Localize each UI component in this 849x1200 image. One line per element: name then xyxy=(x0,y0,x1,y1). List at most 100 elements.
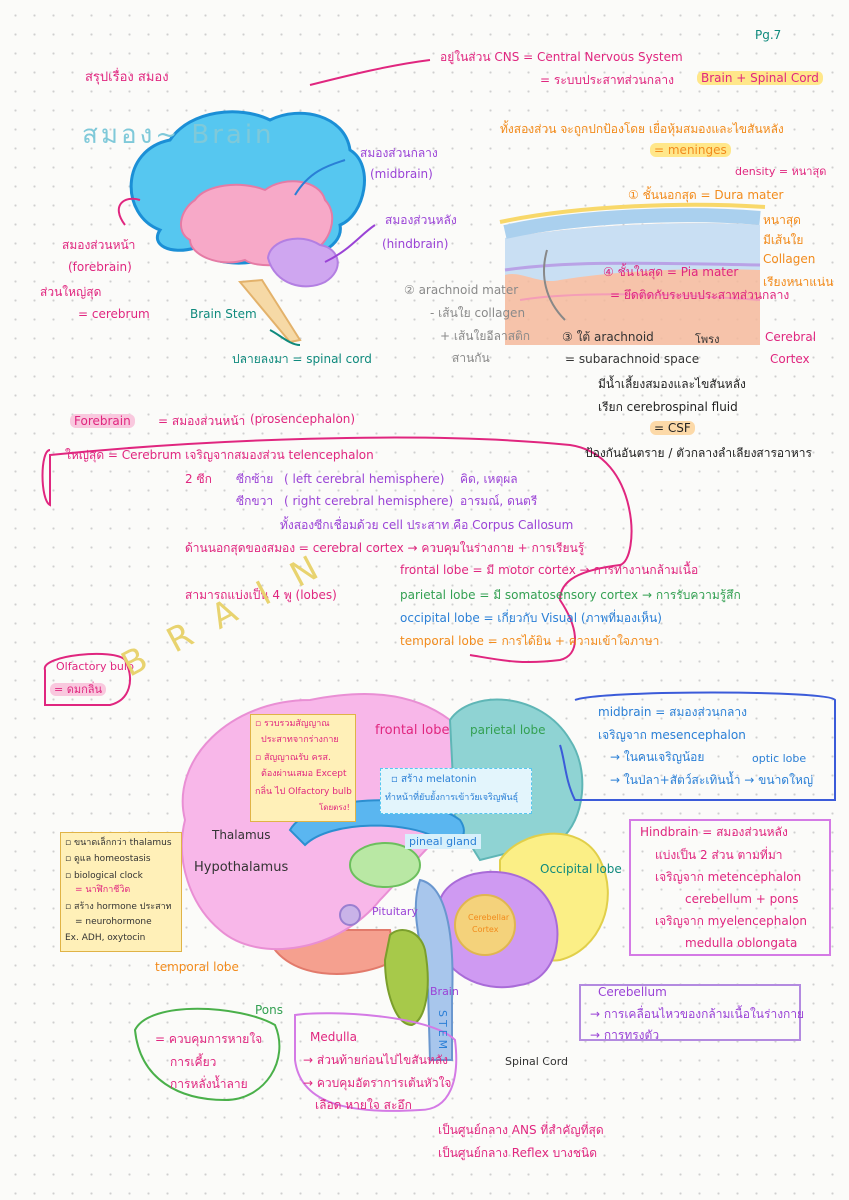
lobes-label: สามารถแบ่งเป็น 4 พู (lobes) xyxy=(185,588,337,602)
corpus-callosum: ทั้งสองซีกเชื่อมด้วย cell ประสาท คือ Cor… xyxy=(280,518,574,532)
parietal-lobe-label: parietal lobe xyxy=(470,723,546,737)
forebrain-title-pro: (prosencephalon) xyxy=(250,412,356,426)
hindbrain-box-l1: Hindbrain = สมองส่วนหลัง xyxy=(640,825,788,839)
hindbrain-box-l2: แบ่งเป็น 2 ส่วน ตามที่มา xyxy=(655,848,783,862)
brain-stem-a: Brain xyxy=(430,985,459,998)
dura-note3: Collagen xyxy=(763,252,816,266)
brain-stem-b: STEM xyxy=(436,1010,450,1053)
left-hemi-th: ซีกซ้าย xyxy=(236,472,274,486)
hypo-note-6: = neurohormone xyxy=(75,917,152,927)
hypo-note-4: = นาฬิกาชีวิต xyxy=(75,885,131,895)
melatonin-box: ▫ สร้าง melatonin ทำหน้าที่ยับยั้งการเข้… xyxy=(380,768,532,814)
subarachnoid-space: = subarachnoid space xyxy=(565,352,700,366)
hypo-note-5: ▫ สร้าง hormone ประสาท xyxy=(65,902,172,912)
midbrain-box-l2: เจริญจาก mesencephalon xyxy=(598,728,746,742)
arachnoid-note2: + เส้นใยอีลาสติก xyxy=(440,329,531,343)
forebrain-th: สมองส่วนหน้า xyxy=(62,238,136,252)
thalamus-label: Thalamus xyxy=(212,828,271,842)
olfactory-desc: = ดมกลิ่น xyxy=(50,683,107,697)
cerebellar-cortex-1: Cerebellar xyxy=(468,913,510,922)
dura-note4: เรียงหนาแน่น xyxy=(763,275,834,289)
cns-result: Brain + Spinal Cord xyxy=(697,71,823,86)
meninges-line2: = meninges xyxy=(650,143,731,158)
density-label: density = หนาสุด xyxy=(735,165,827,178)
occipital-lobe-label: Occipital lobe xyxy=(540,862,622,876)
thalamus-note-5: กลิ่น ไป Olfactory bulb xyxy=(255,787,352,797)
occipital-lobe-line: occipital lobe = เกี่ยวกับ Visual (ภาพที… xyxy=(400,611,662,625)
pineal-gland-label: pineal gland xyxy=(405,834,481,850)
right-hemi-th: ซีกขวา xyxy=(236,494,274,508)
right-hemi-fn: อารมณ์, ดนตรี xyxy=(460,494,538,508)
hypothalamus-note-box: ▫ ขนาดเล็กกว่า thalamus ▫ ดูแล homeostas… xyxy=(60,832,182,952)
largest-label: ส่วนใหญ่สุด xyxy=(40,285,102,299)
hollow-label: โพรง xyxy=(695,333,720,346)
left-hemi-en: ( left cerebral hemisphere) xyxy=(284,472,445,486)
csf-line3: = CSF xyxy=(650,421,695,436)
arachnoid-label: ② arachnoid mater xyxy=(404,283,519,297)
spinal-cord-label: ปลายลงมา = spinal cord xyxy=(232,352,372,366)
medulla-l1: → ส่วนท้ายก่อนไปไขสันหลัง xyxy=(303,1053,449,1067)
midbrain-en: (midbrain) xyxy=(370,167,433,181)
top-brain-illustration xyxy=(129,110,366,344)
medulla-title: Medulla xyxy=(310,1030,357,1044)
cerebral-cortex-2: Cortex xyxy=(770,352,810,366)
meninges-layers-illustration xyxy=(499,202,766,345)
thalamus-note-1: ▫ รวบรวมสัญญาณ xyxy=(255,719,330,729)
pia-label: ④ ชั้นในสุด = Pia mater xyxy=(603,265,739,279)
page-number: Pg.7 xyxy=(755,28,782,42)
cerebral-cortex-1: Cerebral xyxy=(765,330,817,344)
hindbrain-box-l5: เจริญจาก myelencephalon xyxy=(655,914,807,928)
forebrain-title: Forebrain xyxy=(70,414,135,429)
dura-note1: หนาสุด xyxy=(763,213,801,227)
cerebrum-label: = cerebrum xyxy=(78,307,150,321)
hypo-note-3: ▫ biological clock xyxy=(65,871,143,881)
spinal-cord-sag: Spinal Cord xyxy=(505,1055,569,1068)
midbrain-th: สมองส่วนกลาง xyxy=(360,146,438,160)
midbrain-box-l3: → ในคนเจริญน้อย xyxy=(610,750,705,764)
csf-line4: ป้องกันอันตราย / ตัวกลางลำเลียงสารอาหาร xyxy=(585,446,812,460)
brain-stem-label: Brain Stem xyxy=(190,307,257,321)
arachnoid-note3: สานกัน xyxy=(452,351,490,365)
pons-label: Pons xyxy=(255,1003,284,1017)
hypo-note-7: Ex. ADH, oxytocin xyxy=(65,933,146,943)
melatonin-line1: ▫ สร้าง melatonin xyxy=(391,774,477,785)
forebrain-title-th: = สมองส่วนหน้า xyxy=(158,414,246,428)
cns-line1: อยู่ในส่วน CNS = Central Nervous System xyxy=(440,50,683,64)
pons-l1: = ควบคุมการหายใจ xyxy=(155,1032,263,1046)
thalamus-note-4: ต้องผ่านเสมอ Except xyxy=(261,769,347,779)
right-hemi-en: ( right cerebral hemisphere) xyxy=(284,494,454,508)
medulla-l5: เป็นศูนย์กลาง Reflex บางชนิด xyxy=(438,1146,597,1160)
frontal-lobe-line: frontal lobe = มี motor cortex → การทำงา… xyxy=(400,563,699,577)
summary-title: สรุปเรื่อง สมอง xyxy=(85,70,169,85)
forebrain-en: (forebrain) xyxy=(68,260,132,274)
midbrain-box-l5: → ในปลา+สัตว์สะเทินน้ำ → ขนาดใหญ่ xyxy=(610,773,814,787)
midbrain-box-l4: optic lobe xyxy=(752,752,807,765)
medulla-l2: → ควบคุมอัตราการเต้นหัวใจ xyxy=(303,1076,452,1090)
cerebellar-cortex-2: Cortex xyxy=(472,925,499,934)
pia-note: = ยึดติดกับระบบประสาทส่วนกลาง xyxy=(610,288,790,302)
hindbrain-box-l3: เจริญจาก metencephalon xyxy=(655,870,802,884)
cerebral-cortex-line: ด้านนอกสุดของสมอง = cerebral cortex → คว… xyxy=(185,541,585,555)
forebrain-l1: ใหญ่สุด = Cerebrum เจริญจากสมองส่วน tele… xyxy=(65,448,374,462)
meninges-line1: ทั้งสองส่วน จะถูกปกป้องโดย เยื่อหุ้มสมอง… xyxy=(500,122,784,136)
parietal-lobe-line: parietal lobe = มี somatosensory cortex … xyxy=(400,588,741,602)
hindbrain-en: (hindbrain) xyxy=(382,237,449,251)
pons-l2: การเคี้ยว xyxy=(170,1055,217,1069)
thalamus-note-2: ประสาทจากร่างกาย xyxy=(261,735,339,745)
midbrain-box-l1: midbrain = สมองส่วนกลาง xyxy=(598,705,747,719)
medulla-l4: เป็นศูนย์กลาง ANS ที่สำคัญที่สุด xyxy=(438,1123,604,1137)
thalamus-note-box: ▫ รวบรวมสัญญาณ ประสาทจากร่างกาย ▫ สัญญาณ… xyxy=(250,714,356,822)
hypo-note-2: ▫ ดูแล homeostasis xyxy=(65,854,151,864)
hypothalamus-label: Hypothalamus xyxy=(194,860,289,875)
hindbrain-box-l4: cerebellum + pons xyxy=(685,892,799,906)
cerebellum-l1: → การเคลื่อนไหวของกล้ามเนื้อในร่างกาย xyxy=(590,1007,805,1021)
csf-line2: เรียก cerebrospinal fluid xyxy=(598,400,738,414)
pons-l3: การหลั่งน้ำลาย xyxy=(170,1077,248,1091)
left-hemi-fn: คิด, เหตุผล xyxy=(460,472,518,486)
sagittal-brain-illustration xyxy=(181,693,609,1061)
olfactory-title: Olfactory bulb xyxy=(56,660,134,673)
pituitary-label: Pituitary xyxy=(372,905,418,918)
cerebellum-title: Cerebellum xyxy=(598,985,667,999)
thalamus-note-6: โดยตรง! xyxy=(319,803,350,812)
